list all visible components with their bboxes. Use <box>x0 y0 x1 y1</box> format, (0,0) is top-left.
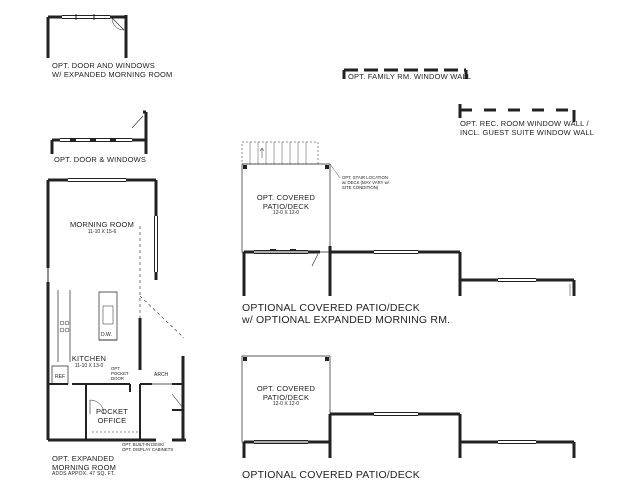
label-opt-builtin-desk: OPT. BUILT-IN DESK/ OPT. DISPLAY CABINET… <box>122 442 174 453</box>
label-line: OPT. DISPLAY CABINETS <box>122 446 174 452</box>
label-line: OPT. REC. ROOM WINDOW WALL / <box>460 119 589 128</box>
room-name: PATIO/DECK <box>262 201 310 211</box>
title-line: w/ OPTIONAL EXPANDED MORNING RM. <box>242 314 451 327</box>
label-line: INCL. GUEST SUITE WINDOW WALL <box>460 127 595 137</box>
opt-family-window-wall <box>344 70 466 79</box>
label-line: POCKET <box>111 370 129 376</box>
room-label-morning-room: MORNING ROOM 11-10 X 15-6 <box>62 220 142 235</box>
label-opt-stair-location: OPT. STAIR LOCATION w/ DECK (MAY VARY w/… <box>342 175 389 191</box>
opt-door-windows-expanded-wall <box>48 14 126 58</box>
room-label-kitchen: KITCHEN 11-10 X 13-0 <box>64 354 114 369</box>
room-name: OPT. COVERED <box>256 384 316 393</box>
label-arch: ARCH <box>154 372 169 378</box>
room-name: OPT. COVERED <box>256 193 316 202</box>
label-line: W/ EXPANDED MORNING ROOM <box>52 69 173 79</box>
room-label-covered-patio-2: OPT. COVERED PATIO/DECK 12-0 X 12-0 <box>246 384 326 408</box>
label-opt-pocket-door: OPT. POCKET DOOR <box>111 366 129 382</box>
label-line: POCKET <box>95 407 129 416</box>
label-opt-expanded-morning-room: OPT. EXPANDED MORNING ROOM ADDS APPOX. 4… <box>52 454 117 478</box>
label-line: OPT. EXPANDED <box>52 454 115 463</box>
opt-rec-room-window-wall <box>460 104 574 122</box>
room-size: 12-0 X 12-0 <box>272 210 300 217</box>
room-name: KITCHEN <box>71 354 107 363</box>
room-label-covered-patio-1: OPT. COVERED PATIO/DECK 12-0 X 12-0 <box>246 193 326 217</box>
room-name: PATIO/DECK <box>262 392 310 402</box>
label-line: SITE CONDITION) <box>342 184 379 190</box>
title-patio: OPTIONAL COVERED PATIO/DECK <box>242 469 420 481</box>
room-size: 12-0 X 12-0 <box>272 401 300 408</box>
label-opt-door-windows: OPT. DOOR & WINDOWS <box>54 155 147 164</box>
room-size: 11-10 X 13-0 <box>74 362 104 369</box>
label-opt-family-window-wall: OPT. FAMILY RM. WINDOW WALL <box>348 72 472 81</box>
label-opt-door-windows-expanded: OPT. DOOR AND WINDOWS W/ EXPANDED MORNIN… <box>52 61 173 79</box>
label-line: w/ DECK (MAY VARY w/ <box>342 179 389 185</box>
morning-room-plan <box>48 179 186 441</box>
label-dishwasher: D.W. <box>101 332 112 338</box>
covered-patio-expanded-plan <box>242 142 574 296</box>
label-line: OPT. STAIR LOCATION <box>342 175 388 180</box>
label-ref: REF <box>55 374 65 380</box>
room-size: 11-10 X 15-6 <box>87 228 117 235</box>
label-line: OPT. BUILT-IN DESK/ <box>122 442 165 447</box>
label-line: DOOR <box>111 375 124 381</box>
label-line: OFFICE <box>97 415 127 425</box>
title-line: OPTIONAL COVERED PATIO/DECK <box>242 302 420 314</box>
label-line: OPT. DOOR AND WINDOWS <box>52 61 155 70</box>
opt-door-windows-wall <box>52 112 146 154</box>
label-adds-approx: ADDS APPOX. 47 SQ. FT. <box>52 471 116 478</box>
label-line: OPT. <box>111 366 121 371</box>
title-patio-expanded: OPTIONAL COVERED PATIO/DECK w/ OPTIONAL … <box>242 302 450 326</box>
label-opt-rec-room-window-wall: OPT. REC. ROOM WINDOW WALL / INCL. GUEST… <box>460 119 595 137</box>
covered-patio-plan <box>242 356 574 458</box>
room-label-pocket-office: POCKET OFFICE <box>90 407 134 425</box>
room-name: MORNING ROOM <box>69 220 135 229</box>
label-line: MORNING ROOM <box>52 462 117 472</box>
